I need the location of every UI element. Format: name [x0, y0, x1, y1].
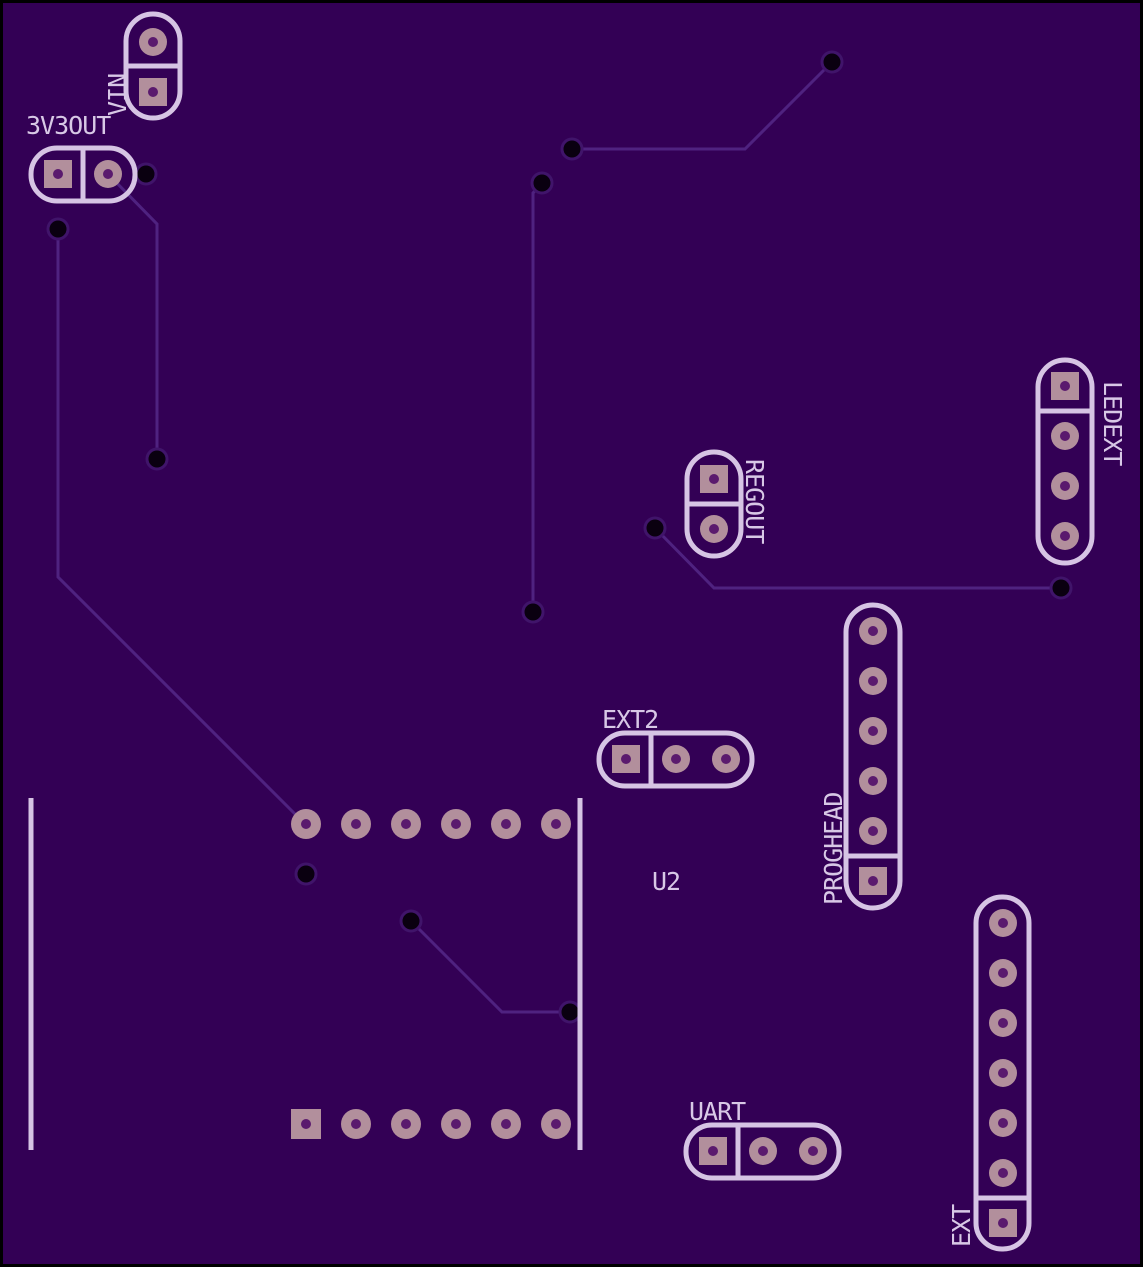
- pad-hole: [501, 1119, 511, 1129]
- pad-hole: [351, 1119, 361, 1129]
- ext-outline: [973, 894, 1032, 1252]
- via: [530, 171, 554, 195]
- label-ext2: EXT2: [602, 705, 658, 734]
- pad-hole: [1060, 431, 1070, 441]
- label-u2: U2: [652, 867, 680, 896]
- label-3v3out: 3V3OUT: [26, 111, 111, 140]
- board-surface: [3, 3, 1140, 1264]
- uart-outline: [683, 1122, 842, 1181]
- trace: [56, 229, 308, 827]
- label-ext: EXT: [947, 1204, 976, 1247]
- pad-hole: [551, 819, 561, 829]
- pad-hole: [998, 918, 1008, 928]
- pad-hole: [401, 819, 411, 829]
- via: [1049, 576, 1073, 600]
- pad-hole: [148, 37, 158, 47]
- pad-hole: [1060, 381, 1070, 391]
- via: [294, 862, 318, 886]
- via: [145, 447, 169, 471]
- pad-hole: [551, 1119, 561, 1129]
- pad-hole: [621, 754, 631, 764]
- pad-hole: [1060, 481, 1070, 491]
- via: [820, 50, 844, 74]
- pad-hole: [301, 819, 311, 829]
- label-ledext: LEDEXT: [1098, 381, 1127, 466]
- pad-hole: [148, 87, 158, 97]
- pad-hole: [301, 1119, 311, 1129]
- via: [643, 516, 667, 540]
- trace: [106, 172, 159, 459]
- ext2-outline: [596, 730, 755, 789]
- pad-hole: [998, 1218, 1008, 1228]
- pad-hole: [808, 1146, 818, 1156]
- pad-hole: [868, 626, 878, 636]
- pad-hole: [868, 876, 878, 886]
- pad-hole: [709, 474, 719, 484]
- via: [558, 1000, 582, 1024]
- via: [46, 217, 70, 241]
- pad-hole: [868, 826, 878, 836]
- trace: [653, 526, 1061, 590]
- ledext-outline: [1035, 357, 1095, 566]
- via: [134, 162, 158, 186]
- pad-hole: [998, 968, 1008, 978]
- pads: [44, 28, 1079, 1237]
- trace: [409, 919, 570, 1014]
- pad-hole: [758, 1146, 768, 1156]
- pad-hole: [671, 754, 681, 764]
- pad-hole: [709, 524, 719, 534]
- pad-hole: [501, 819, 511, 829]
- pad-hole: [351, 819, 361, 829]
- pad-hole: [868, 676, 878, 686]
- trace: [572, 60, 834, 151]
- pad-hole: [868, 726, 878, 736]
- label-uart: UART: [689, 1097, 746, 1126]
- pad-hole: [998, 1168, 1008, 1178]
- label-regout: REGOUT: [740, 459, 769, 544]
- via: [560, 137, 584, 161]
- proghead-outline: [843, 602, 903, 911]
- via: [521, 600, 545, 624]
- label-proghead: PROGHEAD: [819, 793, 848, 905]
- pad-hole: [451, 819, 461, 829]
- silkscreen-outlines: [28, 11, 1095, 1252]
- pad-hole: [868, 776, 878, 786]
- pad-hole: [721, 754, 731, 764]
- pad-hole: [708, 1146, 718, 1156]
- pad-hole: [998, 1018, 1008, 1028]
- via: [399, 909, 423, 933]
- silkscreen-labels: VIN 3V3OUT REGOUT LEDEXT EXT2 PROGHEAD U…: [26, 74, 1127, 1247]
- pad-hole: [401, 1119, 411, 1129]
- pad-hole: [1060, 531, 1070, 541]
- label-vin: VIN: [103, 74, 132, 116]
- pad-hole: [998, 1118, 1008, 1128]
- pad-hole: [451, 1119, 461, 1129]
- pad-hole: [53, 169, 63, 179]
- pad-hole: [103, 169, 113, 179]
- pad-hole: [998, 1068, 1008, 1078]
